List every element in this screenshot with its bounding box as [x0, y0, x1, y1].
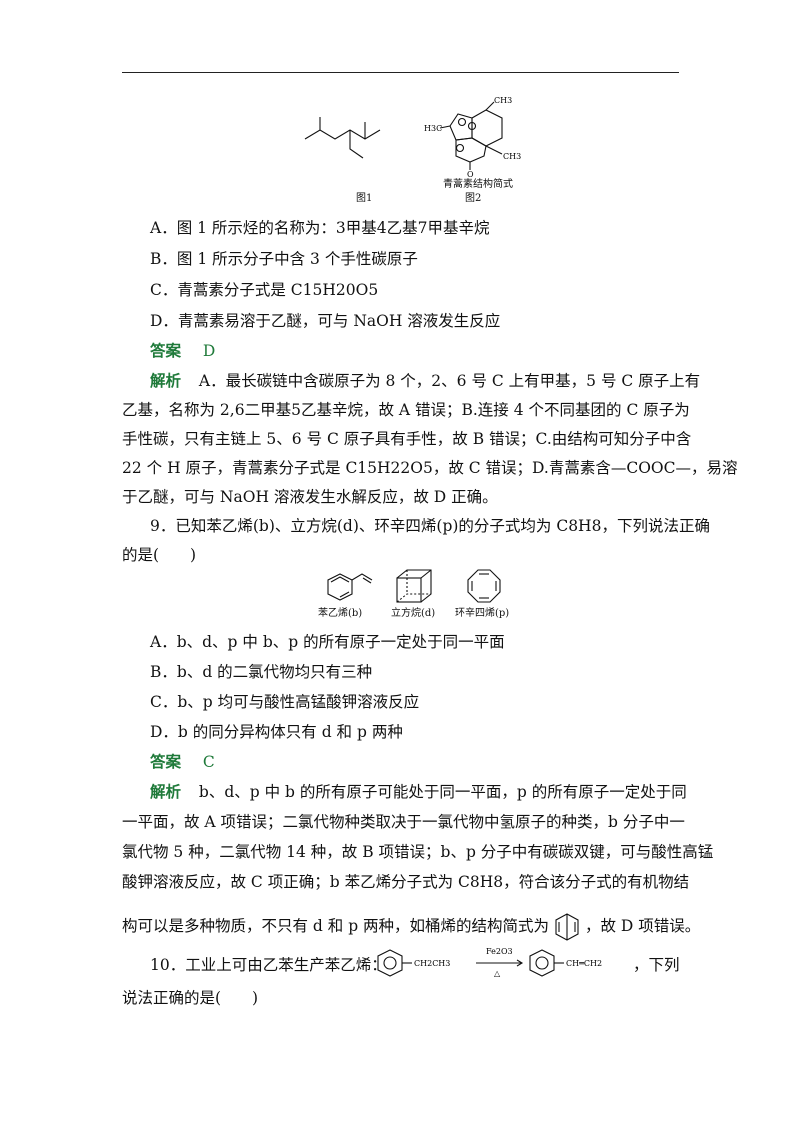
answer-label: 答案: [150, 341, 182, 360]
option-c: C．青蒿素分子式是 C15H20O5: [150, 281, 379, 299]
q9-answer-value: C: [202, 753, 215, 771]
q9-analysis-line-2: 一平面，故 A 项错误；二氯代物种类取决于一氯代物中氢原子的种类，b 分子中一: [122, 813, 685, 831]
reactant-label: CH2CH3: [414, 959, 450, 968]
q10-reaction-equation: CH2CH3 Fe2O3 △ CH═CH2: [377, 947, 602, 978]
catalyst-label: Fe2O3: [486, 947, 513, 956]
q10-stem-line-1: 10．工业上可由乙苯生产苯乙烯：: [150, 956, 387, 974]
styrene-caption: 苯乙烯(b): [318, 608, 363, 619]
q9-stem-line-1: 9．已知苯乙烯(b)、立方烷(d)、环辛四烯(p)的分子式均为 C8H8，下列说…: [150, 517, 710, 535]
condition-label: △: [494, 969, 501, 978]
option-d: D．青蒿素易溶于乙醚，可与 NaOH 溶液发生反应: [150, 312, 501, 330]
cubane-caption: 立方烷(d): [391, 608, 436, 619]
figure-2-artemisinin-structure: CH3 H3C CH3 O: [424, 96, 521, 179]
analysis-line-2: 乙基，名称为 2,6二甲基5乙基辛烷，故 A 错误；B.连接 4 个不同基团的 …: [122, 401, 690, 419]
analysis-line-1: 解析 A．最长碳链中含碳原子为 8 个，2、6 号 C 上有甲基，5 号 C 原…: [150, 371, 701, 390]
q9-option-b: B．b、d 的二氯代物均只有三种: [150, 663, 373, 681]
option-a: A．图 1 所示烃的名称为：3甲基4乙基7甲基辛烷: [150, 219, 490, 237]
q9-analysis-line-4: 酸钾溶液反应，故 C 项正确；b 苯乙烯分子式为 C8H8，符合该分子式的有机物…: [122, 873, 690, 891]
figure-1-caption: 图1: [356, 193, 373, 204]
styrene-structure: [327, 573, 373, 601]
analysis-line-4: 22 个 H 原子，青蒿素分子式是 C15H22O5，故 C 错误；D.青蒿素含…: [122, 459, 738, 477]
q10-stem-tail: ，下列: [633, 956, 680, 974]
q9-answer-row: 答案 C: [150, 752, 215, 772]
q9-analysis-label: 解析: [150, 782, 182, 801]
q9-analysis-line-3: 氯代物 5 种，二氯代物 14 种，故 B 项错误；b、p 分子中有碳碳双键，可…: [122, 843, 714, 861]
figure-2-caption-b: 图2: [465, 193, 482, 204]
answer-value: D: [202, 342, 216, 360]
analysis-line-3: 手性碳，只有主链上 5、6 号 C 原子具有手性，故 B 错误；C.由结构可知分…: [122, 430, 692, 448]
figure-1-alkane-skeleton: [304, 117, 381, 159]
figure-2-caption-a: 青蒿素结构简式: [443, 179, 513, 190]
ch3-right-label: CH3: [503, 152, 521, 161]
q9-answer-label: 答案: [150, 752, 182, 771]
q9-stem-line-2: 的是( ): [122, 546, 197, 564]
barrelene-structure: [555, 913, 579, 941]
analysis-label: 解析: [150, 371, 182, 390]
h3c-label: H3C: [424, 124, 442, 133]
q9-option-d: D．b 的同分异构体只有 d 和 p 两种: [150, 723, 403, 741]
header-rule: [122, 72, 679, 73]
option-b: B．图 1 所示分子中含 3 个手性碳原子: [150, 250, 418, 268]
q9-option-c: C．b、p 均可与酸性高锰酸钾溶液反应: [150, 693, 420, 711]
q9-analysis-line-1: 解析 b、d、p 中 b 的所有原子可能处于同一平面，p 的所有原子一定处于同: [150, 782, 687, 801]
cyclooctatetraene-caption: 环辛四烯(p): [455, 608, 510, 619]
cubane-structure: [396, 569, 432, 603]
q9-analysis-line-5: 构可以是多种物质，不只有 d 和 p 两种，如桶烯的结构简式为 ，故 D 项错误…: [122, 912, 700, 942]
analysis-line-5: 于乙醚，可与 NaOH 溶液发生水解反应，故 D 正确。: [122, 488, 498, 506]
answer-row: 答案 D: [150, 341, 215, 361]
cyclooctatetraene-structure: [467, 569, 501, 603]
ch3-top-label: CH3: [494, 96, 512, 105]
carbonyl-o-label: O: [467, 170, 474, 179]
q9-option-a: A．b、d、p 中 b、p 的所有原子一定处于同一平面: [150, 633, 505, 651]
product-label: CH═CH2: [566, 959, 602, 968]
q10-stem-line-2: 说法正确的是( ): [122, 989, 259, 1007]
